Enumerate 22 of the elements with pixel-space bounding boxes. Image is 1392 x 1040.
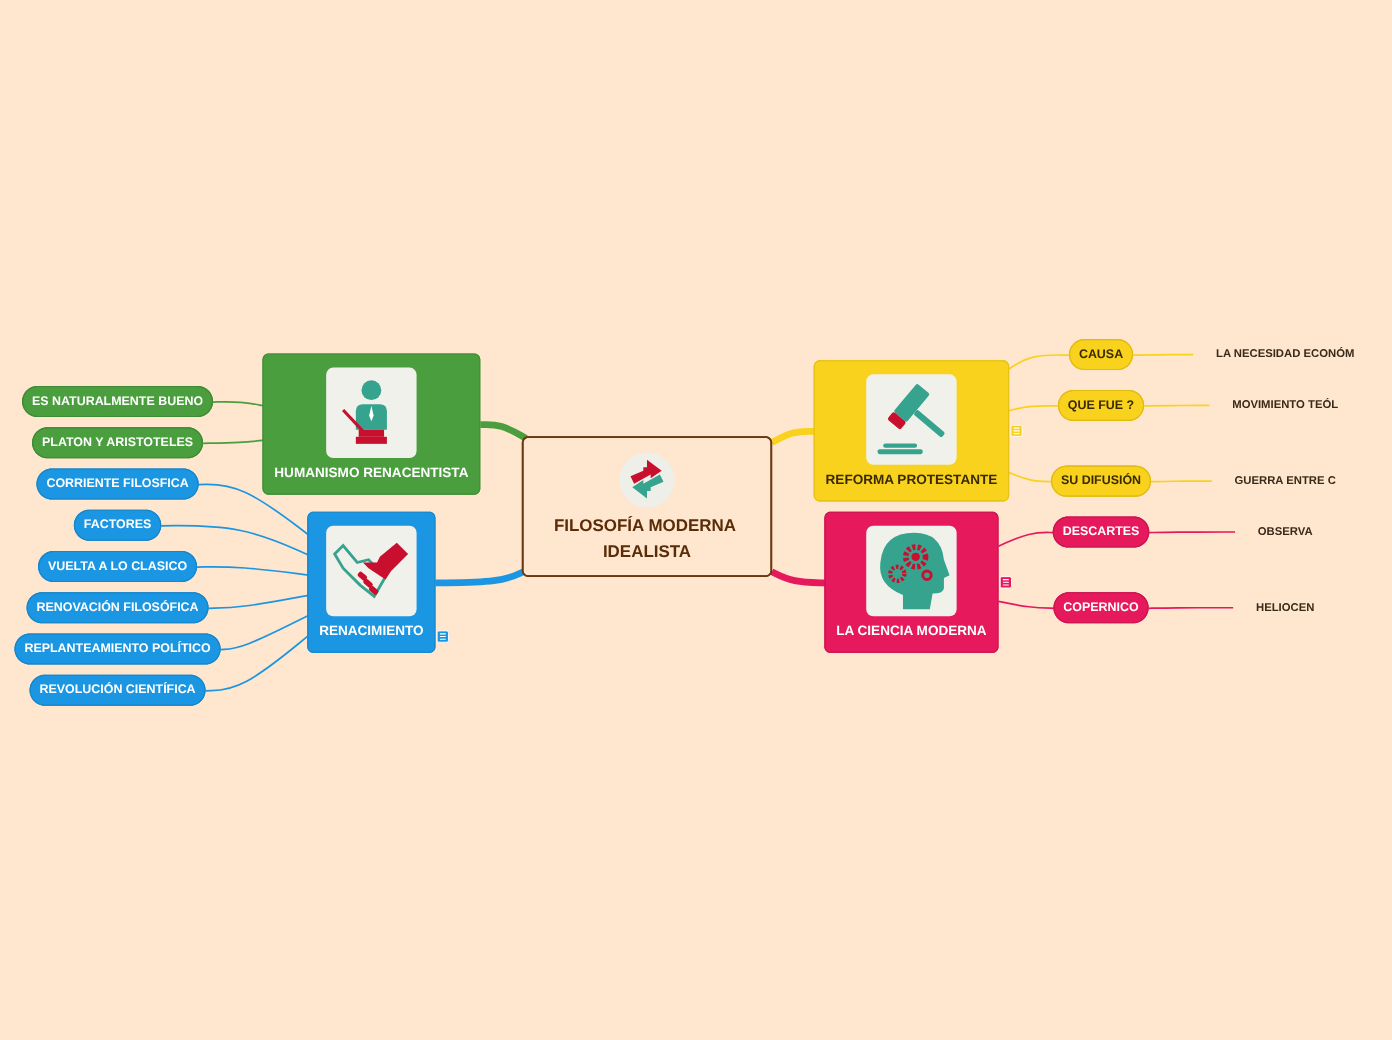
connector (1008, 404, 1060, 412)
connector (219, 614, 310, 651)
connector (207, 594, 310, 610)
connector (1148, 531, 1236, 534)
connector (160, 524, 310, 556)
connector (997, 600, 1056, 610)
connector (204, 634, 310, 692)
connector (197, 483, 310, 536)
connector (1143, 404, 1211, 407)
connector (770, 568, 826, 587)
connector (1147, 606, 1235, 610)
connector (1008, 354, 1071, 370)
connector (435, 568, 525, 587)
connector (196, 566, 310, 576)
connector (202, 439, 265, 445)
connector (212, 401, 265, 407)
connector (480, 421, 528, 442)
connector (770, 427, 815, 446)
connector (1008, 471, 1053, 483)
connector (1150, 480, 1213, 483)
connector (997, 531, 1055, 548)
connector (1132, 353, 1195, 356)
